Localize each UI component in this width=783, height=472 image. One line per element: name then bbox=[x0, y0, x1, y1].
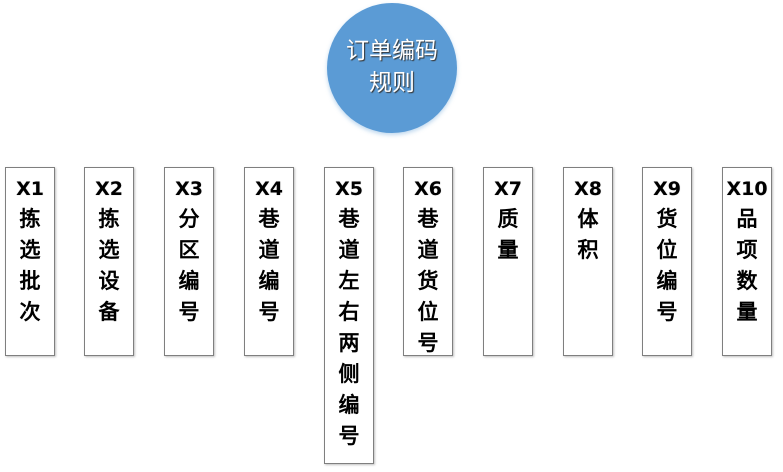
field-name: 巷道左右两侧编号 bbox=[338, 207, 360, 448]
field-box-x4: X4 巷道编号 bbox=[244, 167, 294, 356]
field-name: 拣选设备 bbox=[98, 207, 120, 324]
field-box-x9: X9 货位编号 bbox=[642, 167, 692, 356]
field-name: 品项数量 bbox=[736, 207, 758, 324]
field-id: X2 bbox=[95, 178, 123, 200]
field-id: X5 bbox=[335, 178, 363, 200]
root-node-label: 订单编码规则 bbox=[346, 38, 438, 96]
field-box-x6: X6 巷道货位号 bbox=[403, 167, 453, 356]
root-node-order-coding-rule: 订单编码规则 bbox=[327, 3, 457, 133]
field-name: 质量 bbox=[497, 207, 519, 262]
field-id: X3 bbox=[175, 178, 203, 200]
field-id: X1 bbox=[16, 178, 44, 200]
field-name: 拣选批次 bbox=[19, 207, 41, 324]
field-box-x2: X2 拣选设备 bbox=[84, 167, 134, 356]
field-name: 巷道编号 bbox=[258, 207, 280, 324]
field-box-x10: X10 品项数量 bbox=[722, 167, 772, 356]
field-box-x5: X5 巷道左右两侧编号 bbox=[324, 167, 374, 464]
field-id: X6 bbox=[414, 178, 442, 200]
field-id: X7 bbox=[494, 178, 522, 200]
field-name: 体积 bbox=[577, 207, 599, 262]
field-name: 巷道货位号 bbox=[417, 207, 439, 355]
field-id: X9 bbox=[653, 178, 681, 200]
field-box-x1: X1 拣选批次 bbox=[5, 167, 55, 356]
field-id: X10 bbox=[726, 178, 768, 200]
field-box-x3: X3 分区编号 bbox=[164, 167, 214, 356]
field-name: 货位编号 bbox=[656, 207, 678, 324]
field-id: X8 bbox=[574, 178, 602, 200]
field-id: X4 bbox=[255, 178, 283, 200]
field-name: 分区编号 bbox=[178, 207, 200, 324]
field-box-x7: X7 质量 bbox=[483, 167, 533, 356]
field-box-x8: X8 体积 bbox=[563, 167, 613, 356]
